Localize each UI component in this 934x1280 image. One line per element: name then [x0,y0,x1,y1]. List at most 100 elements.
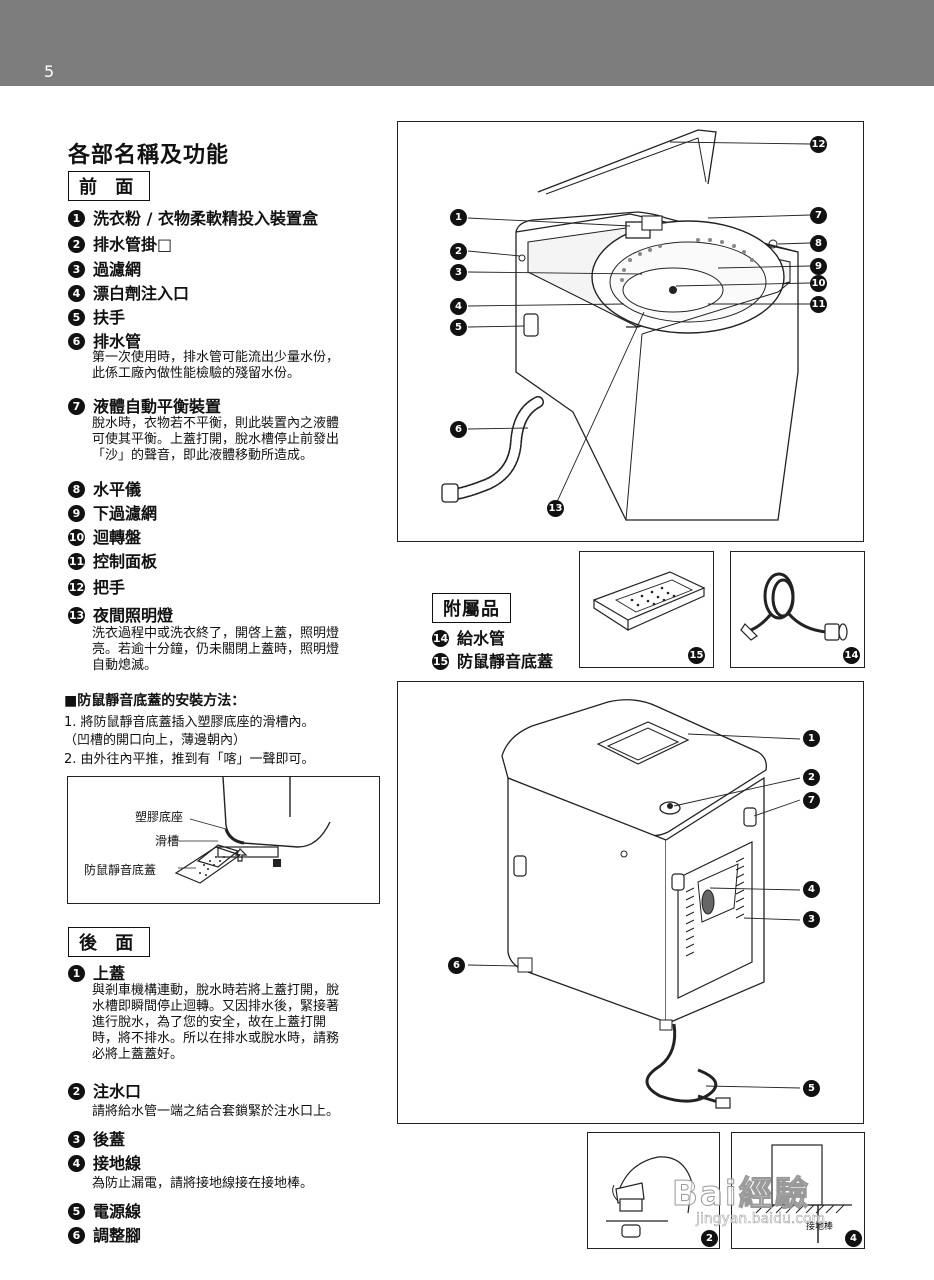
back-item-1: 1 上蓋 [68,960,125,984]
callout-6: 6 [450,421,467,438]
front-item-11: 11 控制面板 [68,548,157,572]
item-name: 過濾網 [93,260,142,279]
back-item-2-desc: 請將給水管一端之結合套鎖緊於注水口上。 [92,1104,340,1119]
number-badge: 7 [68,397,85,415]
number-badge: 8 [68,480,85,498]
inlet-detail-figure: 2 [587,1132,720,1249]
back-callout-7: 7 [803,792,820,809]
item-name: 注水口 [93,1082,142,1101]
label-slot: 滑槽 [155,834,180,848]
desc-line: 亮。若逾十分鐘，仍未關閉上蓋時，照明燈 [92,642,340,657]
detail-callout-2: 2 [701,1230,718,1247]
hose-drawing [740,572,848,641]
desc-line: 「沙」的聲音，即此液體移動所造成。 [92,448,314,463]
number-badge: 6 [68,332,85,350]
accessory-cover-figure: 15 [579,551,714,668]
item-name: 防鼠靜音底蓋 [457,652,554,671]
callout-1: 1 [450,209,467,226]
back-item-4: 4 接地線 [68,1150,141,1174]
number-badge: 1 [68,964,85,982]
watermark-brand: 經驗 [738,1174,811,1215]
item-name: 把手 [93,578,126,597]
number-badge: 14 [432,629,449,647]
accessory-item-15: 15 防鼠靜音底蓋 [432,648,553,672]
callout-7: 7 [810,207,827,224]
desc-line: 進行脫水，為了您的安全，故在上蓋打開 [92,1015,327,1030]
install-figure: 塑膠底座 滑槽 防鼠靜音底蓋 [67,776,380,904]
desc-line: 水槽即瞬間停止迴轉。又因排水後，緊接著 [92,999,340,1014]
item-name: 洗衣粉 / 衣物柔軟精投入裝置盒 [93,209,318,228]
number-badge: 10 [68,528,85,546]
watermark-url: jingyan.baidu.com [696,1211,826,1228]
desc-line: 脫水時，衣物若不平衡，則此裝置內之液體 [92,416,340,431]
desc-line: 第一次使用時，排水管可能流出少量水份， [92,350,340,365]
number-badge: 3 [68,1130,85,1148]
back-callout-3: 3 [803,911,820,928]
front-item-13-desc: 洗衣過程中或洗衣終了，開啓上蓋，照明燈 亮。若逾十分鐘，仍未關閉上蓋時，照明燈 … [92,626,339,674]
number-badge: 4 [68,1154,85,1172]
desc-line: 時，將不排水。所以在排水或脫水時，請務 [92,1031,340,1046]
detail-callout-4: 4 [845,1230,862,1247]
item-name: 接地線 [93,1154,142,1173]
front-item-7-desc: 脫水時，衣物若不平衡，則此裝置內之液體 可使其平衡。上蓋打開，脫水槽停止前發出 … [92,416,339,464]
item-name: 上蓋 [93,964,126,983]
number-badge: 2 [68,235,85,253]
front-section-label: 前 面 [68,171,151,201]
item-name: 排水管 [93,332,142,351]
number-badge: 11 [68,552,85,570]
item-name: 控制面板 [93,552,158,571]
callout-4: 4 [450,298,467,315]
page-title: 各部名稱及功能 [68,143,230,168]
install-step-1-note: （凹槽的開口向上，薄邊朝內） [64,733,247,748]
desc-line: 此係工廠內做性能檢驗的殘留水份。 [92,366,301,381]
ground-rod-label: 接地棒 [806,1222,834,1232]
back-item-4-desc: 為防止漏電，請將接地線接在接地棒。 [92,1176,314,1191]
desc-line: 洗衣過程中或洗衣終了，開啓上蓋，照明燈 [92,626,340,641]
callout-8: 8 [810,235,827,252]
number-badge: 9 [68,504,85,522]
back-item-6: 6 調整腳 [68,1222,141,1246]
back-view-figure: 1 2 7 4 3 6 5 [397,681,864,1124]
accessories-label: 附屬品 [432,593,511,623]
back-section-label: 後 面 [68,927,151,957]
callout-10: 10 [810,275,827,292]
callout-3: 3 [450,264,467,281]
washer-front-drawing [441,129,811,521]
inlet-detail-drawing [606,1156,693,1238]
callout-14: 14 [843,647,860,664]
washer-back-drawing [467,699,801,1109]
callout-11: 11 [810,296,827,313]
callout-15: 15 [688,647,705,664]
item-name: 調整腳 [93,1226,142,1245]
desc-line: 必將上蓋蓋好。 [92,1047,184,1062]
label-cover: 防鼠靜音底蓋 [84,863,157,877]
number-badge: 4 [68,284,85,302]
item-name: 電源線 [93,1202,142,1221]
number-badge: 6 [68,1226,85,1244]
item-name: 水平儀 [93,480,142,499]
front-item-6: 6 排水管 [68,328,141,352]
number-badge: 15 [432,652,449,670]
back-item-1-desc: 與剎車機構連動，脫水時若將上蓋打開，脫 水槽即瞬間停止迴轉。又因排水後，緊接著 … [92,983,339,1063]
watermark-text: Bai [672,1174,739,1215]
number-badge: 3 [68,260,85,278]
back-callout-4: 4 [803,881,820,898]
callout-9: 9 [810,258,827,275]
callout-12: 12 [810,136,827,153]
number-badge: 5 [68,1202,85,1220]
install-step-1: 1. 將防鼠靜音底蓋插入塑膠底座的滑槽內。 [64,715,315,730]
label-plastic-base: 塑膠底座 [135,810,184,824]
page-number: 5 [44,62,55,81]
accessory-hose-figure: 14 [730,551,865,668]
item-name: 給水管 [457,629,506,648]
